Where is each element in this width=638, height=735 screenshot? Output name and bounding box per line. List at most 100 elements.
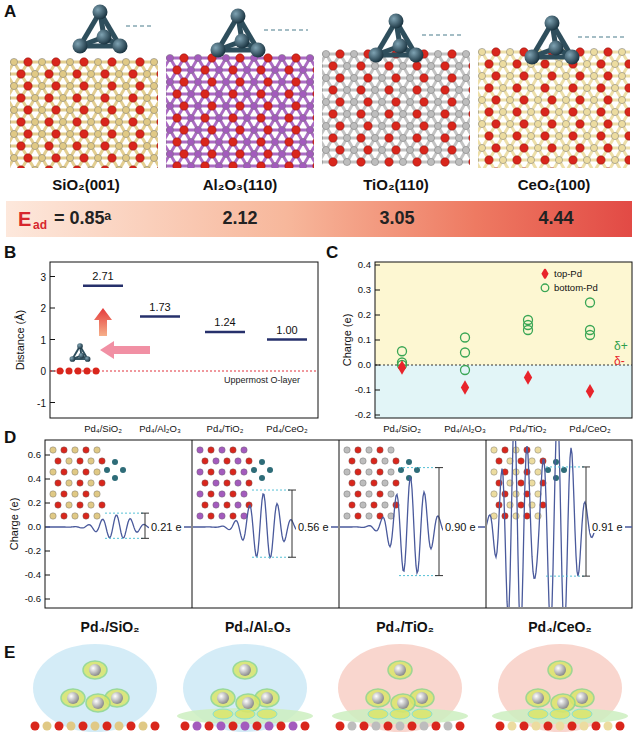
oxygen-atom <box>485 156 493 164</box>
oxygen-atom <box>492 120 500 128</box>
tick-mark <box>45 551 50 552</box>
metal-atom <box>534 72 541 79</box>
oxygen-atom <box>108 82 116 90</box>
oxygen-atom <box>229 66 237 74</box>
metal-atom <box>31 94 38 101</box>
oxygen-atom <box>285 162 293 168</box>
zero-line <box>375 365 632 366</box>
oxygen-atom <box>173 66 181 74</box>
metal-atom <box>31 166 38 168</box>
metal-atom <box>38 154 45 161</box>
oxygen-atom <box>229 138 237 146</box>
oxygen-atom <box>136 154 144 162</box>
oxygen-atom <box>52 154 60 162</box>
oxygen-atom <box>136 58 144 66</box>
guide-line <box>252 557 292 558</box>
bottom-pd-point <box>586 298 595 307</box>
oxygen-atom <box>24 58 32 66</box>
oxygen-atom <box>236 54 244 62</box>
slab-atom <box>72 469 78 475</box>
metal-atom <box>499 108 506 115</box>
metal-atom <box>115 118 122 125</box>
metal-atom <box>66 82 73 89</box>
charge-curve <box>193 494 338 558</box>
metal-atom <box>299 114 306 121</box>
pd-atom <box>70 356 76 362</box>
oxygen-atom <box>485 60 493 68</box>
oxygen-atom <box>413 62 421 70</box>
panel-divider <box>192 440 193 608</box>
metal-atom <box>462 74 469 81</box>
metal-atom <box>87 118 94 125</box>
oxygen-atom <box>420 74 428 82</box>
oxygen-atom <box>569 156 577 164</box>
oxygen-atom <box>448 146 456 154</box>
metal-atom <box>462 98 469 105</box>
metal-atom <box>371 110 378 117</box>
oxygen-atom <box>597 108 605 116</box>
oxygen-atom <box>357 158 365 166</box>
slab-atom <box>241 447 247 453</box>
slab-atom <box>344 447 350 453</box>
oxygen-atom <box>101 166 109 168</box>
oxygen-atom <box>129 166 137 168</box>
metal-atom <box>399 134 406 141</box>
pd-atom <box>112 459 118 465</box>
metal-atom <box>527 84 534 91</box>
slab-atom <box>355 513 361 519</box>
metal-atom <box>611 84 618 91</box>
oxide-slab <box>10 58 158 168</box>
metal-atom <box>378 146 385 153</box>
metal-atom <box>166 138 167 145</box>
pd-atom <box>267 467 273 473</box>
tick-mark <box>375 415 380 416</box>
oxygen-atom <box>292 126 300 134</box>
metal-atom <box>562 120 569 127</box>
oxygen-atom <box>173 114 181 122</box>
metal-atom <box>406 74 413 81</box>
metal-atom <box>555 108 562 115</box>
slab-atom <box>213 458 219 464</box>
oxygen-atom <box>236 102 244 110</box>
metal-atom <box>478 156 479 163</box>
pd4-cluster <box>73 5 153 54</box>
pd-atom <box>389 14 404 29</box>
metal-atom <box>166 114 167 121</box>
metal-atom <box>122 106 129 113</box>
tick-mark <box>45 599 50 600</box>
metal-atom <box>59 142 66 149</box>
tick-mark <box>50 308 55 309</box>
up-arrow <box>94 308 112 336</box>
metal-atom <box>115 142 122 149</box>
oxygen-atom <box>541 132 549 140</box>
metal-atom <box>478 120 485 127</box>
slab-atom <box>50 447 56 453</box>
oxygen-atom <box>492 48 500 56</box>
oxygen-atom <box>357 86 365 94</box>
pd-atom <box>545 16 560 31</box>
metal-atom <box>222 150 229 157</box>
metal-atom <box>194 54 201 61</box>
slab-atom <box>83 469 89 475</box>
height-guide <box>126 25 152 26</box>
oxygen-atom <box>385 158 393 166</box>
oxygen-atom <box>257 138 265 146</box>
metal-atom <box>406 98 413 105</box>
oxygen-atom <box>357 134 365 142</box>
pd-atom <box>104 467 110 473</box>
slab-atom <box>371 502 377 508</box>
oxygen-atom <box>180 150 188 158</box>
slab-atom <box>344 469 350 475</box>
oxygen-atom <box>485 84 493 92</box>
oxygen-atom <box>173 90 181 98</box>
metal-atom <box>215 114 222 121</box>
oxygen-atom <box>485 132 493 140</box>
oxygen-atom <box>285 114 293 122</box>
oxygen-atom <box>73 166 81 168</box>
metal-atom <box>455 110 462 117</box>
metal-atom <box>150 82 157 89</box>
slab-atom <box>202 458 208 464</box>
distance-bar <box>267 338 307 341</box>
metal-atom <box>143 118 150 125</box>
oxygen-atom <box>329 110 337 118</box>
